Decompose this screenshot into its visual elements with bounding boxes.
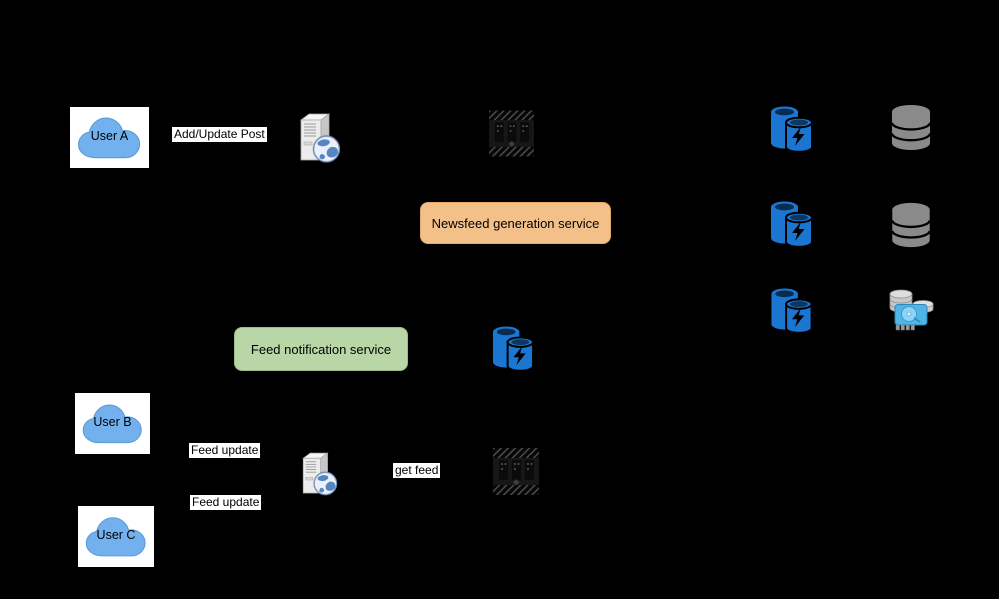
web-server-icon bbox=[295, 111, 341, 164]
cache-icon bbox=[770, 199, 813, 247]
edge-label-add-update-post: Add/Update Post bbox=[172, 127, 267, 142]
edge-label-get-feed: get feed bbox=[393, 463, 441, 478]
user-c-label: User C bbox=[96, 528, 136, 542]
user-b-node: User B bbox=[75, 393, 150, 454]
database-icon bbox=[890, 201, 932, 249]
feed-notification-service-label: Feed notification service bbox=[250, 341, 392, 357]
cache-icon bbox=[770, 286, 813, 333]
web-server-icon bbox=[298, 450, 338, 497]
newsfeed-generation-service-node: Newsfeed generation service bbox=[420, 202, 611, 244]
message-queue-icon bbox=[493, 448, 539, 495]
edge-label-feed-update-c: Feed update bbox=[190, 495, 262, 510]
user-c-node: User C bbox=[78, 506, 154, 567]
cache-icon bbox=[770, 104, 813, 152]
cache-icon bbox=[492, 324, 534, 371]
user-a-label: User A bbox=[90, 129, 129, 143]
user-a-node: User A bbox=[70, 107, 149, 168]
message-queue-icon bbox=[489, 110, 534, 157]
edge-label-feed-update-b: Feed update bbox=[189, 443, 261, 458]
disk-storage-icon bbox=[887, 287, 934, 333]
newsfeed-generation-service-label: Newsfeed generation service bbox=[431, 215, 600, 231]
user-b-label: User B bbox=[93, 415, 132, 429]
feed-notification-service-node: Feed notification service bbox=[234, 327, 408, 371]
database-icon bbox=[890, 103, 932, 152]
